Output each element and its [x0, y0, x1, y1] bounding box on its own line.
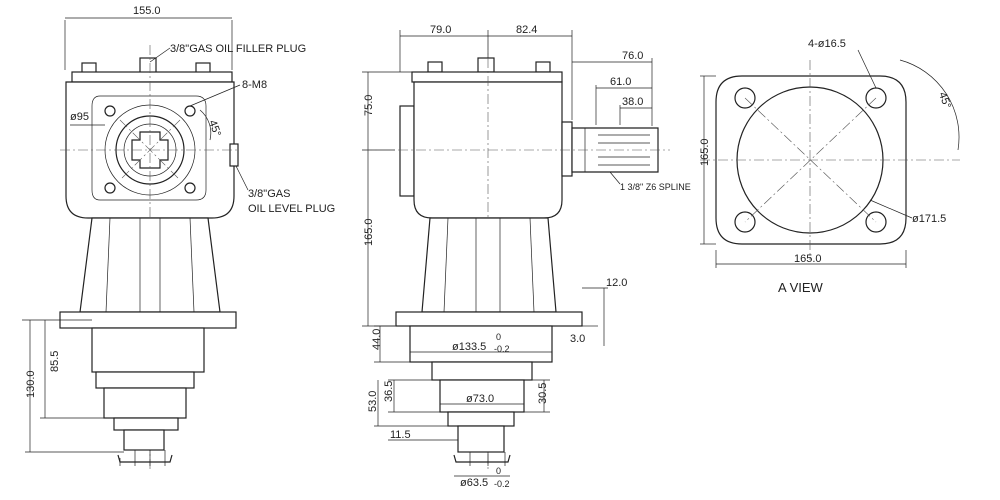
dim-61: 61.0 [610, 76, 631, 88]
pcd-label: ø171.5 [912, 213, 946, 225]
dim-165-side: 165.0 [363, 218, 375, 246]
level-plug-label-2: OIL LEVEL PLUG [248, 203, 335, 215]
tol-133-upper: 0 [496, 332, 501, 342]
dim-75: 75.0 [363, 95, 375, 116]
bore-dia-label: ø95 [70, 111, 89, 123]
a-angle-label: 45° [936, 91, 953, 111]
tol-133-lower: -0.2 [494, 344, 510, 354]
level-plug-label-1: 3/8"GAS [248, 188, 290, 200]
dim-79: 79.0 [430, 24, 451, 36]
tol-63-upper: 0 [496, 466, 501, 476]
holes-label: 4-ø16.5 [808, 38, 846, 50]
dim-12: 12.0 [606, 277, 627, 289]
front-angle-label: 45° [206, 119, 223, 139]
tol-63-lower: -0.2 [494, 479, 510, 489]
dim-3: 3.0 [570, 333, 585, 345]
dim-38: 38.0 [622, 96, 643, 108]
dim-76: 76.0 [622, 50, 643, 62]
dia-133: ø133.5 [452, 341, 486, 353]
dim-130: 130.0 [25, 370, 37, 398]
dia-73: ø73.0 [466, 393, 494, 405]
a-view: 4-ø16.5 45° 165.0 ø171.5 165.0 A VIEW [699, 38, 960, 295]
dim-53: 53.0 [367, 391, 379, 412]
side-view: 79.0 82.4 76.0 61.0 38.0 75.0 165.0 [362, 24, 691, 489]
dia-63: ø63.5 [460, 477, 488, 489]
a-view-title: A VIEW [778, 280, 824, 295]
dim-11-5: 11.5 [390, 429, 411, 441]
a-width-label: 165.0 [794, 253, 822, 265]
a-height-label: 165.0 [699, 138, 711, 166]
dim-36-5: 36.5 [383, 381, 395, 402]
spline-label: 1 3/8" Z6 SPLINE [620, 182, 691, 192]
front-view: 155.0 3/8"GAS OIL FILLER PLUG 8-M8 ø95 [22, 5, 335, 470]
filler-plug-label: 3/8"GAS OIL FILLER PLUG [170, 43, 306, 55]
dim-30-5: 30.5 [537, 383, 549, 404]
dim-82-4: 82.4 [516, 24, 537, 36]
bolt-thread-label: 8-M8 [242, 79, 267, 91]
front-width-dim: 155.0 [133, 5, 161, 17]
dim-85-5: 85.5 [49, 351, 61, 372]
dim-44: 44.0 [371, 329, 383, 350]
